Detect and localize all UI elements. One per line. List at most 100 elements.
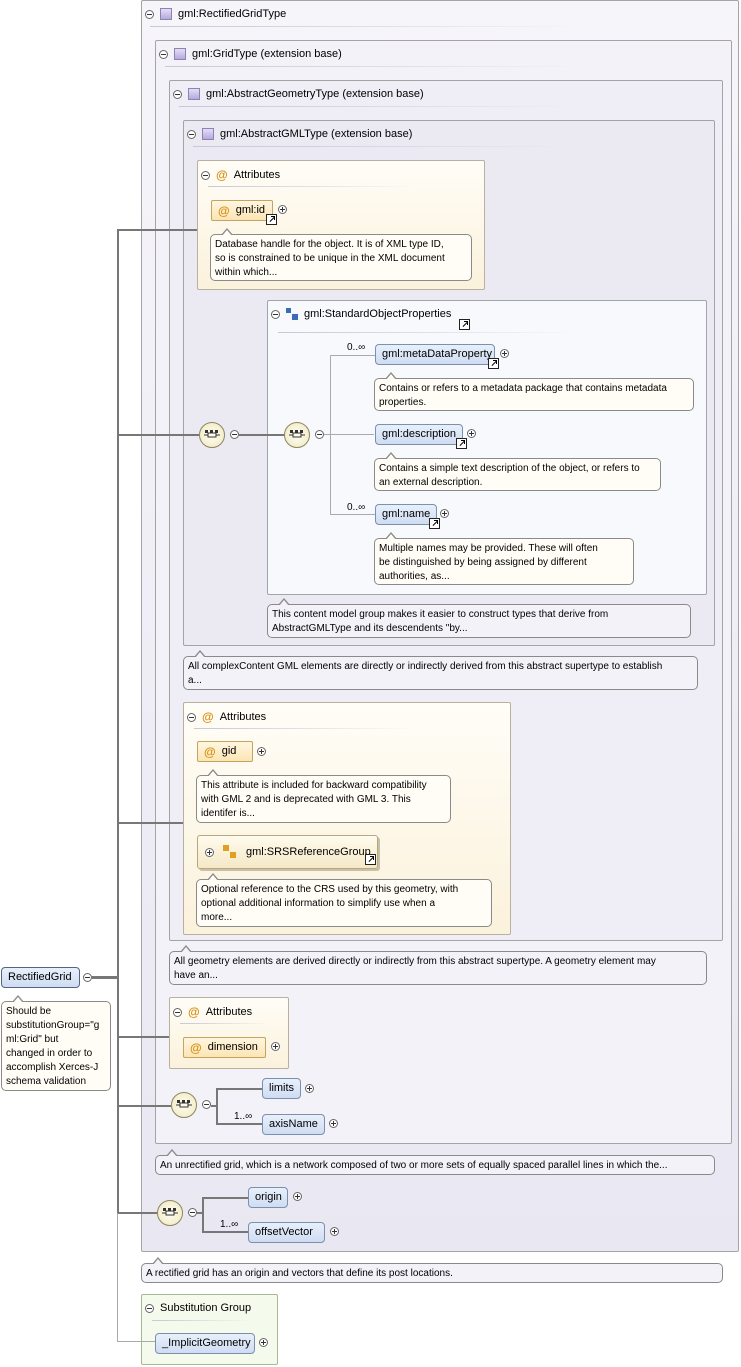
abstract-geometry-type-note: All geometry elements are derived direct…: [169, 945, 707, 985]
sequence-compositor-icon: [284, 422, 310, 448]
element-label: gml:description: [382, 428, 456, 440]
sequence-compositor-icon: [157, 1200, 183, 1226]
attribute-icon: @: [204, 745, 216, 759]
gml-attributes-header: @ Attributes: [201, 168, 280, 182]
link-arrow-icon[interactable]: [459, 319, 470, 330]
link-arrow-icon[interactable]: [456, 438, 467, 449]
attribute-icon: @: [188, 1005, 200, 1019]
root-element-label: RectifiedGrid: [8, 971, 72, 983]
gid-note: This attribute is included for backward …: [196, 769, 451, 823]
collapse-icon[interactable]: [173, 89, 182, 99]
collapse-icon[interactable]: [201, 170, 210, 180]
element-limits[interactable]: limits: [262, 1078, 301, 1099]
element-label: gml:metaDataProperty: [382, 348, 493, 360]
element-description[interactable]: gml:description: [375, 424, 463, 445]
expand-icon[interactable]: [271, 1042, 280, 1051]
srs-reference-group-note: Optional reference to the CRS used by th…: [196, 873, 492, 927]
rectified-grid-type-header: gml:RectifiedGridType: [145, 8, 286, 20]
attribute-icon: @: [202, 710, 214, 724]
attribute-icon: @: [216, 168, 228, 182]
expand-icon[interactable]: [205, 847, 214, 857]
abstract-gml-type-title: gml:AbstractGMLType (extension base): [220, 128, 413, 140]
abstract-gml-type-note: All complexContent GML elements are dire…: [183, 650, 698, 690]
cardinality-label: 0..∞: [347, 342, 366, 353]
collapse-icon[interactable]: [159, 49, 168, 59]
element-label: axisName: [269, 1118, 318, 1130]
collapse-icon[interactable]: [83, 973, 92, 982]
grid-attributes-title: Attributes: [205, 1006, 253, 1018]
grid-type-title: gml:GridType (extension base): [192, 48, 342, 60]
collapse-icon[interactable]: [202, 1100, 211, 1109]
element-label: _ImplicitGeometry: [162, 1337, 251, 1349]
link-arrow-icon[interactable]: [266, 214, 277, 225]
expand-icon[interactable]: [500, 349, 509, 358]
rectified-grid-type-note: A rectified grid has an origin and vecto…: [141, 1257, 723, 1283]
collapse-icon[interactable]: [145, 9, 154, 19]
geometry-attributes-header: @ Attributes: [187, 710, 266, 724]
abstract-geometry-type-header: gml:AbstractGeometryType (extension base…: [173, 88, 424, 100]
attribute-group-icon: [223, 845, 236, 858]
description-note: Contains a simple text description of th…: [374, 452, 661, 491]
grid-type-note: An unrectified grid, which is a network …: [155, 1149, 715, 1175]
standard-object-properties-header: gml:StandardObjectProperties: [271, 308, 451, 320]
dimension-attribute[interactable]: @ dimension: [183, 1037, 266, 1058]
expand-icon[interactable]: [329, 1119, 338, 1128]
expand-icon[interactable]: [259, 1338, 268, 1347]
complex-type-icon: [202, 128, 214, 140]
sequence-compositor-icon: [199, 422, 225, 448]
collapse-icon[interactable]: [173, 1007, 182, 1017]
collapse-icon[interactable]: [187, 129, 196, 139]
element-origin[interactable]: origin: [248, 1187, 288, 1208]
collapse-icon[interactable]: [230, 430, 239, 439]
complex-type-icon: [188, 88, 200, 100]
gid-attribute[interactable]: @ gid: [197, 741, 253, 762]
link-arrow-icon[interactable]: [429, 518, 440, 529]
element-label: limits: [269, 1082, 295, 1094]
expand-icon[interactable]: [440, 509, 449, 518]
expand-icon[interactable]: [293, 1192, 302, 1201]
collapse-icon[interactable]: [315, 430, 324, 439]
standard-object-properties-note: This content model group makes it easier…: [267, 598, 691, 638]
collapse-icon[interactable]: [145, 1303, 154, 1313]
srs-reference-group-label: gml:SRSReferenceGroup: [246, 846, 371, 858]
cardinality-label: 1..∞: [220, 1219, 239, 1230]
name-note: Multiple names may be provided. These wi…: [374, 532, 634, 585]
attribute-icon: @: [218, 204, 230, 218]
dimension-label: dimension: [207, 1041, 258, 1053]
expand-icon[interactable]: [467, 429, 476, 438]
element-axis-name[interactable]: axisName: [262, 1114, 325, 1135]
rectified-grid-note: Should be substitutionGroup="g ml:Grid" …: [1, 995, 111, 1091]
element-name[interactable]: gml:name: [375, 504, 437, 525]
link-arrow-icon[interactable]: [365, 854, 376, 865]
rectified-grid-type-title: gml:RectifiedGridType: [178, 8, 287, 20]
expand-icon[interactable]: [278, 205, 287, 214]
srs-reference-group[interactable]: gml:SRSReferenceGroup: [197, 835, 378, 869]
element-offset-vector[interactable]: offsetVector: [248, 1222, 325, 1243]
complex-type-icon: [174, 48, 186, 60]
element-metadata-property[interactable]: gml:metaDataProperty: [375, 344, 495, 365]
element-label: gml:name: [382, 508, 431, 520]
collapse-icon[interactable]: [188, 1208, 197, 1217]
element-label: origin: [255, 1191, 282, 1203]
gml-id-note: Database handle for the object. It is of…: [210, 228, 472, 281]
gml-id-label: gml:id: [235, 204, 266, 216]
grid-type-header: gml:GridType (extension base): [159, 48, 342, 60]
cardinality-label: 0..∞: [347, 502, 366, 513]
collapse-icon[interactable]: [187, 712, 196, 722]
abstract-geometry-type-title: gml:AbstractGeometryType (extension base…: [206, 88, 424, 100]
sequence-compositor-icon: [171, 1092, 197, 1118]
expand-icon[interactable]: [330, 1227, 339, 1236]
expand-icon[interactable]: [257, 747, 266, 756]
gid-label: gid: [221, 745, 237, 757]
element-implicit-geometry[interactable]: _ImplicitGeometry: [155, 1333, 255, 1354]
standard-object-properties-title: gml:StandardObjectProperties: [304, 308, 452, 320]
attribute-icon: @: [190, 1041, 202, 1055]
metadata-property-note: Contains or refers to a metadata package…: [374, 372, 694, 411]
gml-id-attribute[interactable]: @ gml:id: [211, 200, 273, 221]
link-arrow-icon[interactable]: [488, 358, 499, 369]
element-rectified-grid[interactable]: RectifiedGrid: [1, 967, 80, 988]
grid-attributes-header: @ Attributes: [173, 1005, 252, 1019]
collapse-icon[interactable]: [271, 309, 280, 319]
substitution-group-header: Substitution Group: [145, 1302, 251, 1314]
expand-icon[interactable]: [305, 1084, 314, 1093]
